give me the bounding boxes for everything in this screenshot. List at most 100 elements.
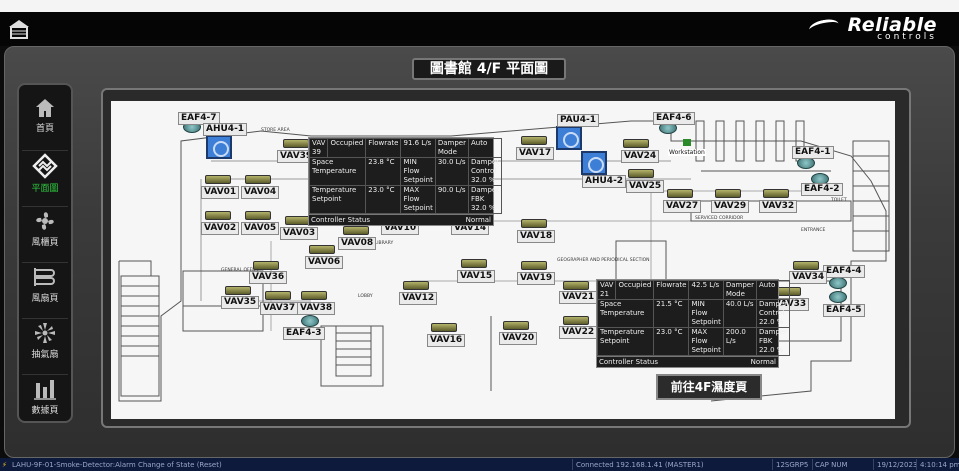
vav-unit-icon[interactable] — [791, 261, 821, 273]
status-divider — [812, 459, 813, 470]
panel-status-value: Normal — [465, 216, 491, 224]
panel-min-flow-value[interactable]: 40.0 L/s — [722, 299, 757, 328]
vav-unit-icon[interactable] — [501, 321, 531, 333]
eaf-label: EAF4-5 — [823, 304, 865, 317]
eaf-label: EAF4-2 — [801, 183, 843, 196]
panel-damper-control[interactable]: Damper Control 32.0 % — [467, 157, 503, 186]
vav-label[interactable]: VAV15 — [457, 270, 496, 283]
vav-unit-icon[interactable] — [519, 136, 549, 148]
panel-temp-sp-value[interactable]: 23.0 °C — [653, 327, 690, 356]
panel-damper-control[interactable]: Damper Control 22.0 % — [755, 299, 791, 328]
sidebar-item-label: 平面圖 — [31, 184, 59, 194]
vav-unit-icon[interactable] — [626, 169, 656, 181]
vav-label[interactable]: VAV38 — [297, 302, 336, 315]
sidebar-item-fan[interactable]: 風扇頁 — [22, 257, 68, 319]
vav-label[interactable]: VAV25 — [626, 180, 665, 193]
vav-label[interactable]: VAV32 — [759, 200, 798, 213]
panel-max-flow-label: MAX Flow Setpoint — [400, 185, 436, 214]
vav-label[interactable]: VAV02 — [201, 222, 240, 235]
panel-min-flow-label: MIN Flow Setpoint — [400, 157, 436, 186]
panel-space-temp-label: Space Temperature — [596, 299, 655, 328]
vav-label[interactable]: VAV19 — [517, 272, 556, 285]
ahu-unit-icon[interactable] — [206, 135, 232, 159]
panel-max-flow-label: MAX Flow Setpoint — [688, 327, 724, 356]
vav-label[interactable]: VAV16 — [427, 334, 466, 347]
sidebar-item-floor-plan[interactable]: 平面圖 — [22, 145, 68, 207]
vav-unit-icon[interactable] — [243, 175, 273, 187]
vav-unit-icon[interactable] — [713, 189, 743, 201]
vav-unit-icon[interactable] — [243, 211, 273, 223]
vav-unit-icon[interactable] — [341, 226, 371, 238]
panel-damper-mode-value[interactable]: Auto — [467, 138, 503, 158]
vav-label[interactable]: VAV05 — [241, 222, 280, 235]
panel-damper-fbk: Damper FBK 22.0 % — [755, 327, 791, 356]
panel-status-label: Controller Status — [311, 216, 370, 224]
vav-unit-icon[interactable] — [223, 286, 253, 298]
vav-unit-icon[interactable] — [307, 245, 337, 257]
vav-unit-icon[interactable] — [519, 219, 549, 231]
ahu-unit-icon[interactable] — [581, 151, 607, 175]
sidebar-item-exhaust-fan[interactable]: 抽氣扇 — [22, 313, 68, 375]
window-top-strip — [0, 0, 959, 12]
alarm-bolt-icon[interactable]: ⚡ — [2, 461, 7, 469]
exhaust-fan-icon[interactable] — [829, 291, 847, 303]
vav-label[interactable]: VAV17 — [516, 147, 555, 160]
panel-vav-name: VAV 39 — [308, 138, 329, 158]
exhaust-fan-icon[interactable] — [301, 315, 319, 327]
vav-unit-icon[interactable] — [621, 139, 651, 151]
panel-min-flow-value[interactable]: 30.0 L/s — [434, 157, 469, 186]
panel-damper-mode-value[interactable]: Auto — [755, 280, 791, 300]
vav-label[interactable]: VAV01 — [201, 186, 240, 199]
panel-space-temp-value: 21.5 °C — [653, 299, 690, 328]
vav-unit-icon[interactable] — [761, 189, 791, 201]
goto-humidity-page-button[interactable]: 前往4F濕度頁 — [656, 374, 762, 400]
vav-unit-icon[interactable] — [519, 261, 549, 273]
eaf-label: EAF4-6 — [653, 112, 695, 125]
vav-label[interactable]: VAV37 — [260, 302, 299, 315]
building-home-icon[interactable] — [8, 19, 30, 39]
panel-temp-sp-value[interactable]: 23.0 °C — [365, 185, 402, 214]
vav-unit-icon[interactable] — [401, 281, 431, 293]
ahu-label[interactable]: AHU4-1 — [203, 123, 248, 136]
vav-unit-icon[interactable] — [203, 211, 233, 223]
vav-unit-icon[interactable] — [429, 323, 459, 335]
sidebar-item-data[interactable]: 數據頁 — [22, 369, 68, 431]
vav-unit-icon[interactable] — [251, 261, 281, 273]
vav-label[interactable]: VAV18 — [517, 230, 556, 243]
vav-label[interactable]: VAV22 — [559, 326, 598, 339]
vav-label[interactable]: VAV29 — [711, 200, 750, 213]
panel-max-flow-value[interactable]: 90.0 L/s — [434, 185, 469, 214]
vav-unit-icon[interactable] — [299, 291, 329, 303]
vav-unit-icon[interactable] — [561, 281, 591, 293]
ahu-label[interactable]: AHU4-2 — [582, 175, 627, 188]
exhaust-fan-icon[interactable] — [829, 277, 847, 289]
vav-unit-icon[interactable] — [263, 291, 293, 303]
vav-label[interactable]: VAV20 — [499, 332, 538, 345]
eaf-label: EAF4-3 — [283, 327, 325, 340]
vav-label[interactable]: VAV03 — [280, 227, 319, 240]
vav-label[interactable]: VAV36 — [249, 271, 288, 284]
vav-label[interactable]: VAV12 — [399, 292, 438, 305]
vav-unit-icon[interactable] — [561, 316, 591, 328]
vav-label[interactable]: VAV27 — [663, 200, 702, 213]
panel-max-flow-value[interactable]: 200.0 L/s — [722, 327, 757, 356]
vav-unit-icon[interactable] — [459, 259, 489, 271]
pau-label[interactable]: PAU4-1 — [557, 114, 600, 127]
sidebar-item-ahu[interactable]: 風櫃頁 — [22, 201, 68, 263]
vav-label[interactable]: VAV24 — [621, 150, 660, 163]
vav-unit-icon[interactable] — [203, 175, 233, 187]
vav-unit-icon[interactable] — [665, 189, 695, 201]
vav-label[interactable]: VAV04 — [241, 186, 280, 199]
status-alarm-text[interactable]: LAHU-9F-01-Smoke-Detector:Alarm Change o… — [12, 461, 222, 469]
vav-label[interactable]: VAV35 — [221, 296, 260, 309]
sidebar-item-home[interactable]: 首頁 — [22, 89, 68, 151]
vav-label[interactable]: VAV34 — [789, 271, 828, 284]
panel-controller-status: Controller Status Normal — [309, 214, 493, 225]
pau-unit-icon[interactable] — [556, 126, 582, 150]
vav-label[interactable]: VAV08 — [338, 237, 377, 250]
panel-temp-sp-label: Temperature Setpoint — [596, 327, 655, 356]
vav-label[interactable]: VAV06 — [305, 256, 344, 269]
sidebar-item-label: 風櫃頁 — [31, 238, 59, 248]
vav-label[interactable]: VAV21 — [559, 291, 598, 304]
home-icon — [36, 99, 54, 117]
